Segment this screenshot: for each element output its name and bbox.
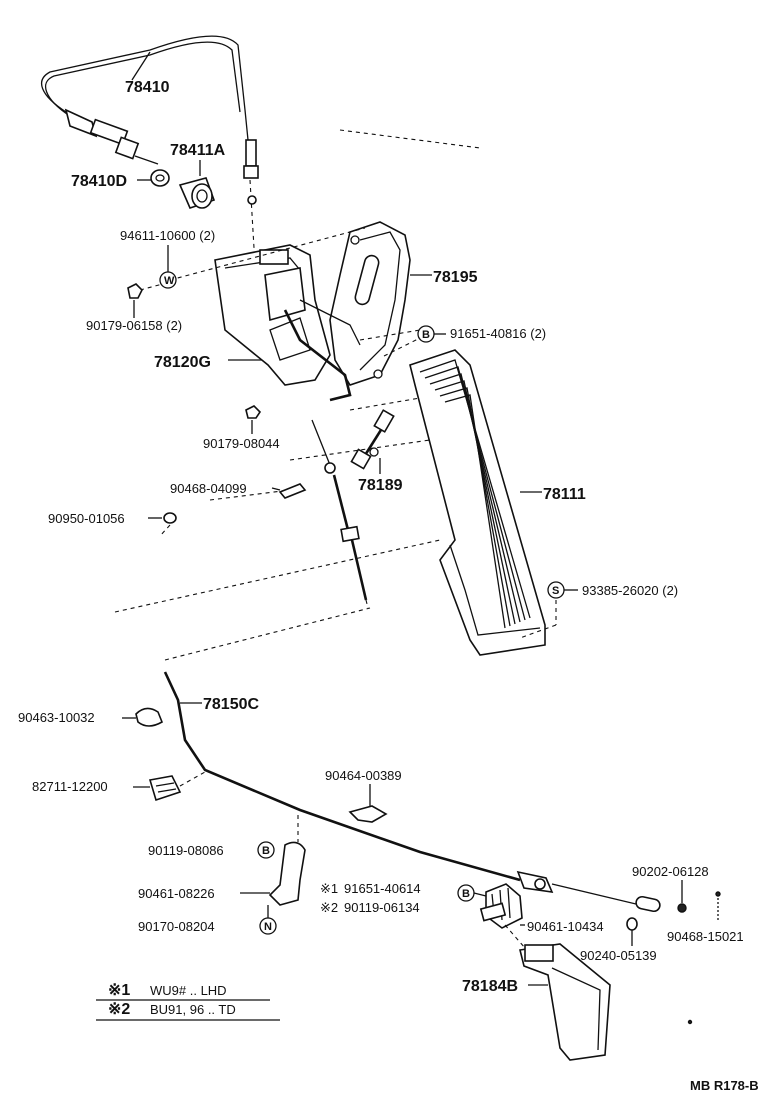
clip-90463-10032 — [135, 707, 164, 727]
label-78150C: 78150C — [203, 696, 259, 713]
bracket-78195 — [329, 221, 411, 386]
label-78410D: 78410D — [71, 173, 127, 190]
clip-90468-04099 — [278, 483, 307, 499]
bracket-90461-08226 — [268, 841, 306, 906]
marker-b1: B — [422, 329, 430, 341]
clip-78410D — [150, 169, 170, 187]
label-90202-06128: 90202-06128 — [632, 864, 709, 879]
inner-cable — [311, 419, 369, 609]
lever-assembly-78120G — [214, 244, 361, 402]
label-90119-08086: 90119-08086 — [148, 843, 224, 858]
marker-n: N — [264, 921, 272, 933]
label-78111: 78111 — [543, 486, 586, 503]
clamp-90461-10434 — [479, 883, 523, 929]
cable-78150C — [163, 671, 661, 913]
marker-s: S — [552, 585, 559, 597]
marker-b2-circle — [257, 841, 275, 859]
clip-90468-15021 — [715, 891, 721, 922]
bracket-78184B — [519, 943, 611, 1061]
label-78120G: 78120G — [154, 354, 211, 371]
nut-90179-08044 — [245, 405, 262, 419]
label-78411A: 78411A — [170, 142, 226, 159]
label-90170-08204: 90170-08204 — [138, 919, 215, 934]
label-90464-00389: 90464-00389 — [325, 768, 402, 783]
label-91651-40816: 91651-40816 (2) — [450, 326, 546, 341]
label-93385-26020: 93385-26020 (2) — [582, 583, 678, 598]
diagram-code: MB R178-B — [690, 1078, 759, 1093]
marker-b3: B — [462, 888, 470, 900]
note-text-1: WU9# .. LHD — [150, 983, 227, 998]
note-mark-1: ※1 — [108, 982, 130, 999]
label-91651-40614: 91651-40614 — [344, 881, 421, 896]
note-text-2: BU91, 96 .. TD — [150, 1002, 236, 1017]
marker-b2: B — [262, 845, 270, 857]
label-90240-05139: 90240-05139 — [580, 948, 657, 963]
pin-90240-05139 — [626, 917, 638, 931]
pedal-78111 — [409, 349, 546, 656]
label-78184B: 78184B — [462, 978, 518, 995]
note-mark-2-a: ※2 — [320, 900, 338, 915]
note-mark-2: ※2 — [108, 1001, 130, 1018]
label-82711-12200: 82711-12200 — [32, 779, 108, 794]
clip-90464-00389 — [348, 805, 388, 823]
label-90463-10032: 90463-10032 — [18, 710, 95, 725]
grommet-90950-01056 — [163, 512, 177, 524]
link-rod-78189 — [350, 409, 395, 470]
label-90468-15021: 90468-15021 — [667, 929, 744, 944]
clamp-82711-12200 — [148, 775, 182, 802]
note-mark-1-a: ※1 — [320, 881, 338, 896]
label-78195: 78195 — [433, 269, 478, 286]
notes-block: ※1 WU9# .. LHD ※2 BU91, 96 .. TD — [96, 982, 280, 1021]
label-90461-10434: 90461-10434 — [527, 919, 604, 934]
nut-90179-06158 — [127, 283, 143, 299]
label-90179-08044: 90179-08044 — [203, 436, 280, 451]
label-90468-04099: 90468-04099 — [170, 481, 247, 496]
label-78189: 78189 — [358, 477, 403, 494]
label-90950-01056: 90950-01056 — [48, 511, 125, 526]
label-90119-06134: 90119-06134 — [344, 900, 420, 915]
washer-90202-06128 — [677, 903, 687, 913]
label-78410: 78410 — [125, 79, 170, 96]
accelerator-cable-78410 — [40, 35, 259, 249]
label-90461-08226: 90461-08226 — [138, 886, 215, 901]
label-90179-06158: 90179-06158 (2) — [86, 318, 182, 333]
cap-78411A — [178, 177, 216, 209]
label-94611-10600: 94611-10600 (2) — [120, 228, 215, 243]
marker-w: W — [164, 275, 175, 287]
